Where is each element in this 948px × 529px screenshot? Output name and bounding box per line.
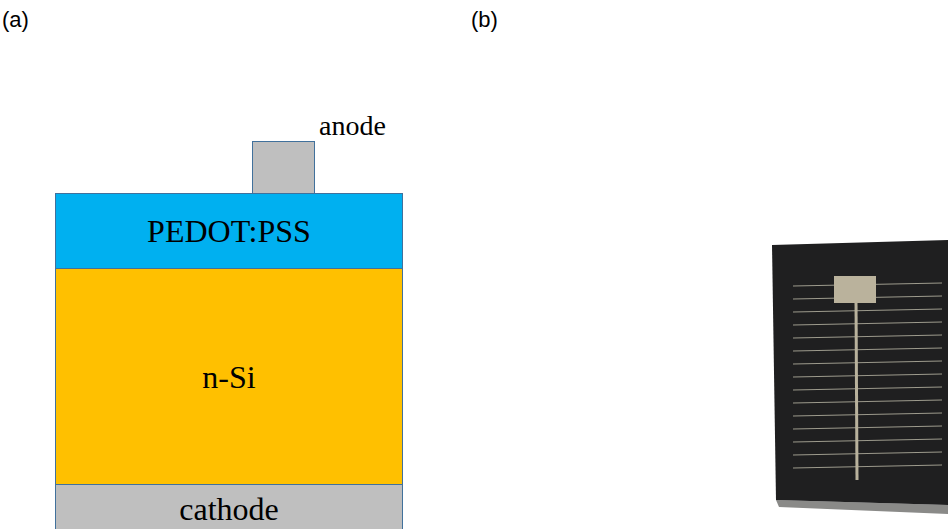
- finger-grid: [793, 283, 942, 468]
- panel-label: (a): [2, 9, 29, 31]
- electrode-label: anode: [319, 112, 386, 140]
- layer-label: n-Si: [202, 361, 255, 393]
- pedot-layer: PEDOT:PSS: [55, 193, 403, 269]
- silicon-layer: n-Si: [55, 268, 403, 485]
- contact-pad: [834, 276, 876, 303]
- busbar: [856, 300, 857, 480]
- layer-label: cathode: [179, 493, 279, 525]
- layer-label: PEDOT:PSS: [147, 215, 311, 247]
- panel-label: (b): [471, 9, 498, 31]
- anode-electrode: anode: [252, 141, 315, 194]
- cathode-layer: cathode: [55, 484, 403, 529]
- chip-wafer: [772, 240, 948, 505]
